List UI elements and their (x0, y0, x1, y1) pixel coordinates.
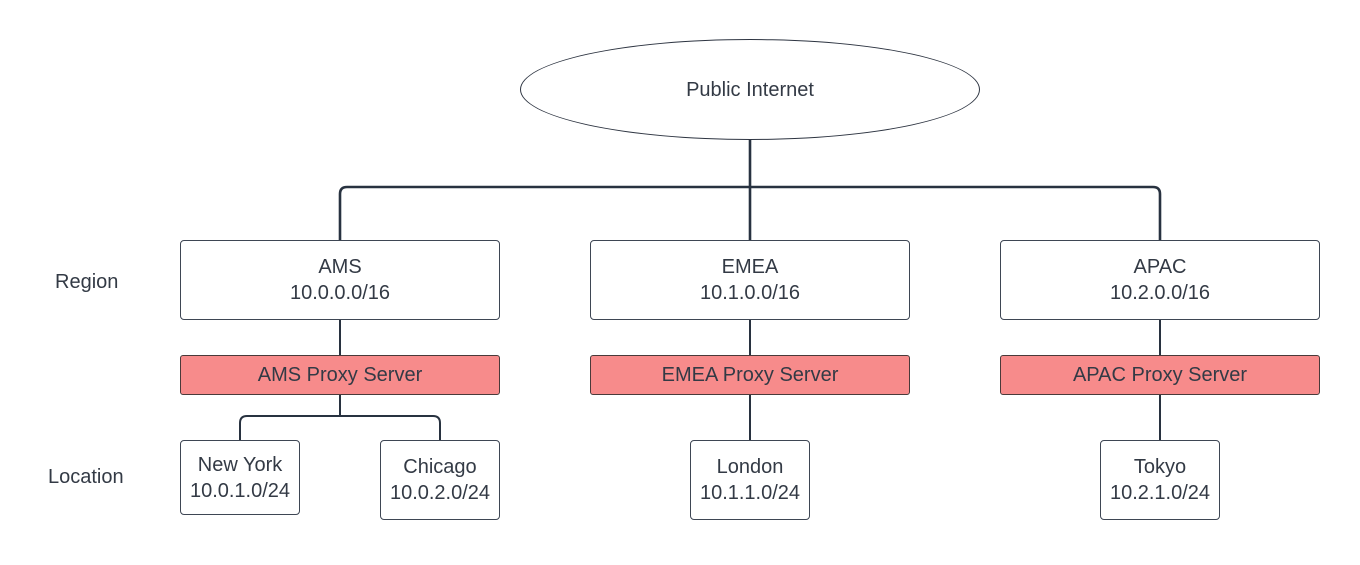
connector-bus-apac (750, 185, 1162, 240)
row-label-location: Location (48, 466, 124, 488)
location-name: Tokyo (1133, 456, 1187, 478)
region-cidr: 10.2.0.0/16 (1109, 282, 1211, 304)
location-chicago-node: Chicago 10.0.2.0/24 (380, 440, 500, 520)
location-cidr: 10.0.1.0/24 (189, 479, 291, 502)
region-name: APAC (1133, 256, 1187, 278)
region-cidr: 10.0.0.0/16 (289, 282, 391, 304)
location-name: Chicago (403, 456, 477, 478)
location-tokyo-node: Tokyo 10.2.1.0/24 (1100, 440, 1220, 520)
location-name: New York (197, 453, 283, 476)
row-label-region: Region (55, 271, 119, 293)
location-cidr: 10.2.1.0/24 (1109, 482, 1211, 504)
region-name: EMEA (721, 256, 779, 278)
region-apac-node: APAC 10.2.0.0/16 (1000, 240, 1320, 320)
region-name: AMS (318, 256, 362, 278)
proxy-label: APAC Proxy Server (1072, 364, 1248, 386)
connector-bus-ams (338, 185, 750, 240)
connector-ams-locations (239, 395, 441, 440)
location-new-york-node: New York 10.0.1.0/24 (180, 440, 300, 515)
proxy-emea-node: EMEA Proxy Server (590, 355, 910, 395)
region-emea-node: EMEA 10.1.0.0/16 (590, 240, 910, 320)
region-ams-node: AMS 10.0.0.0/16 (180, 240, 500, 320)
location-london-node: London 10.1.1.0/24 (690, 440, 810, 520)
proxy-label: AMS Proxy Server (257, 364, 423, 386)
location-cidr: 10.0.2.0/24 (389, 482, 491, 504)
location-name: London (716, 456, 784, 478)
proxy-label: EMEA Proxy Server (661, 364, 839, 386)
proxy-ams-node: AMS Proxy Server (180, 355, 500, 395)
proxy-apac-node: APAC Proxy Server (1000, 355, 1320, 395)
public-internet-node: Public Internet (520, 39, 980, 140)
public-internet-label: Public Internet (686, 78, 814, 101)
location-cidr: 10.1.1.0/24 (699, 482, 801, 504)
region-cidr: 10.1.0.0/16 (699, 282, 801, 304)
